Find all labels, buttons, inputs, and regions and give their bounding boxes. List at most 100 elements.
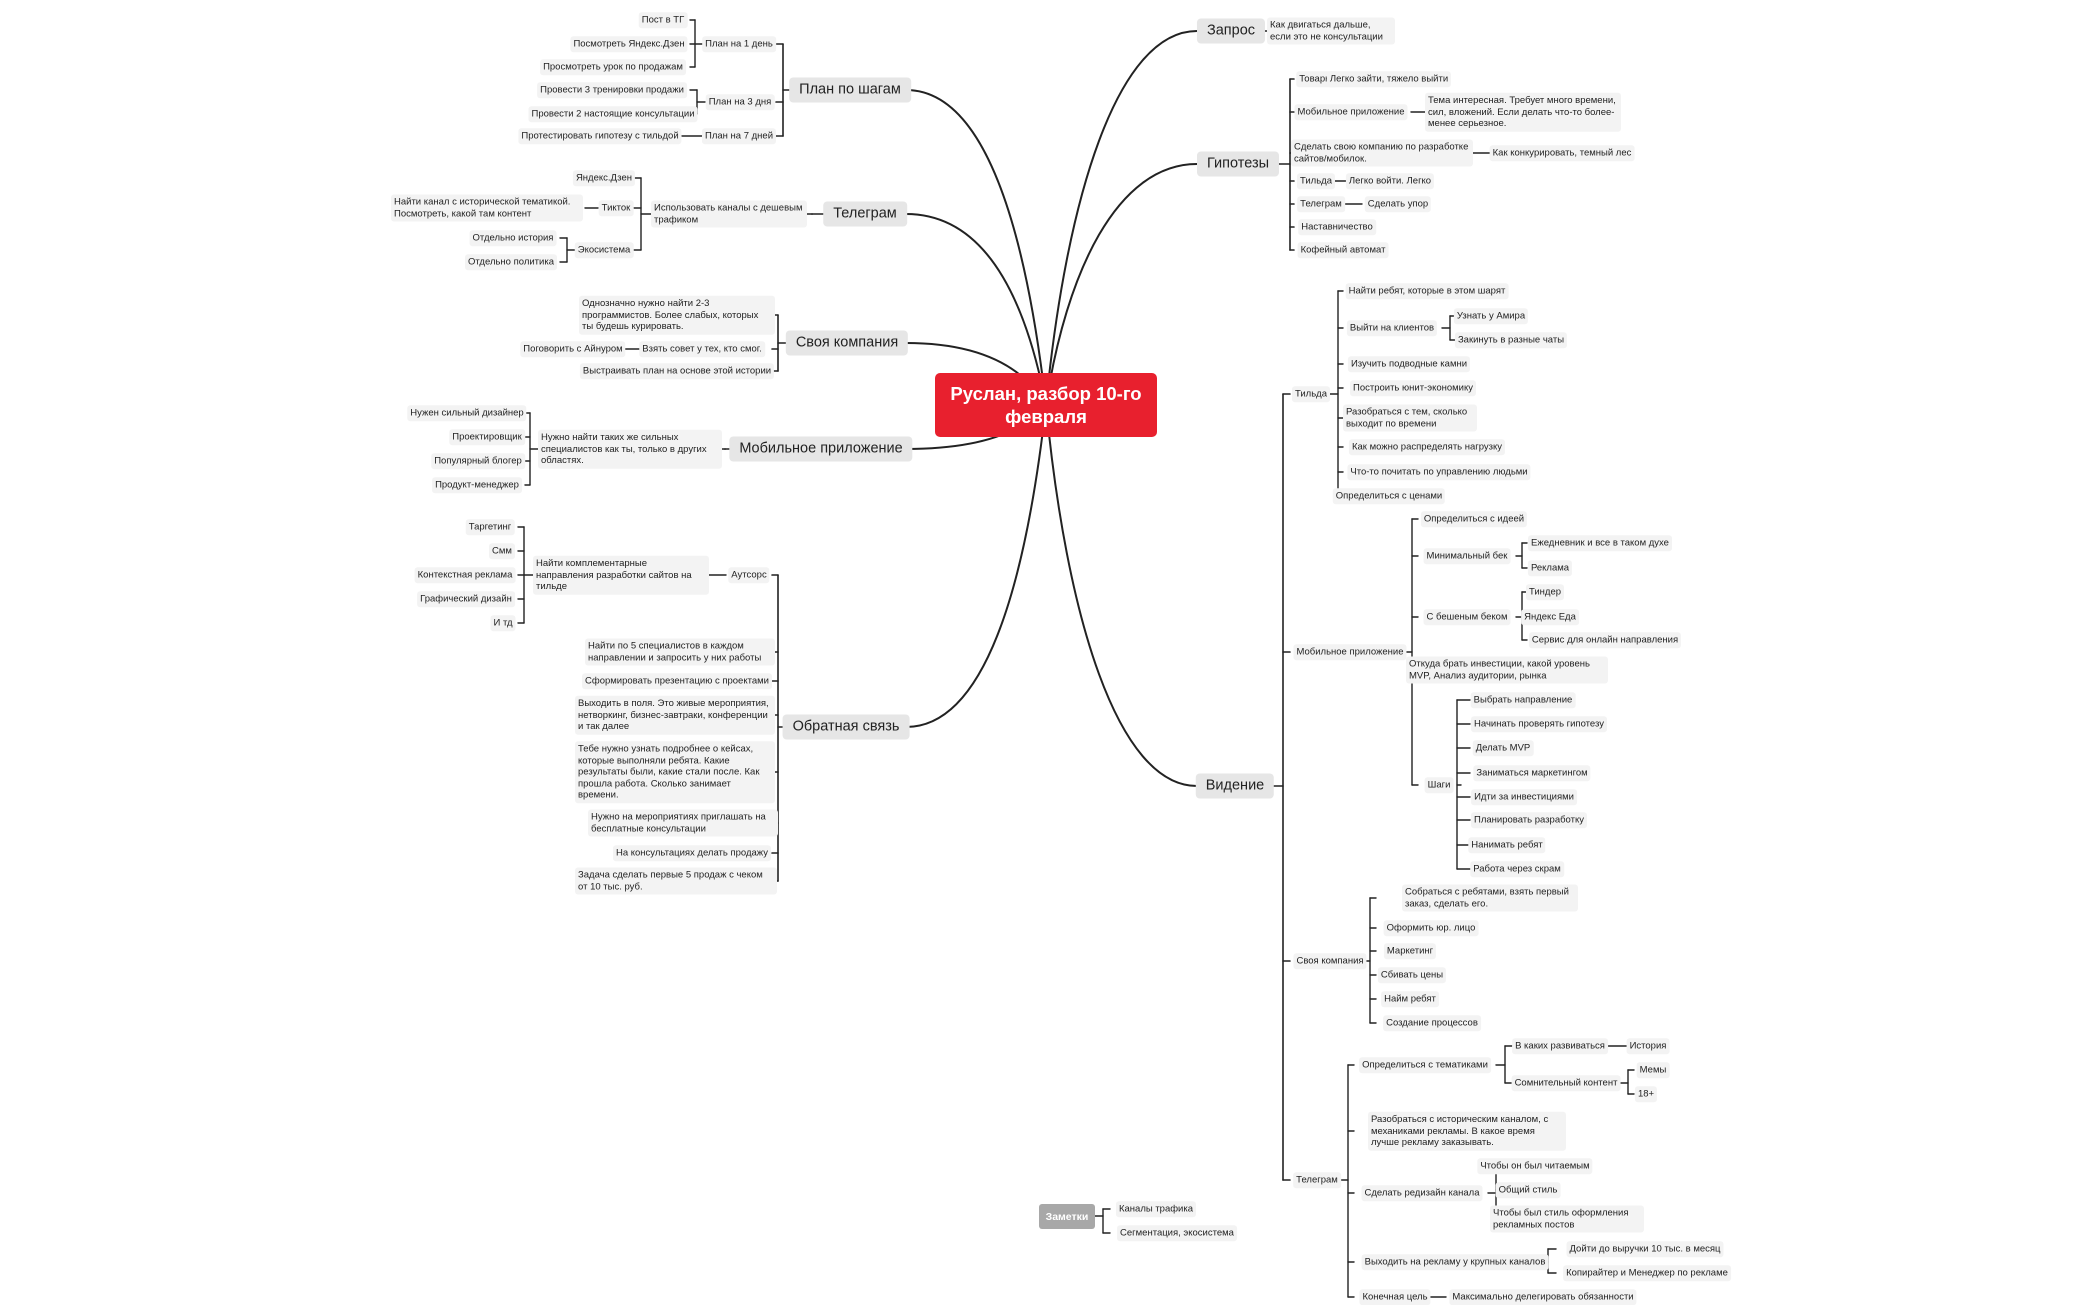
outsource-item[interactable]: Таргетинг (465, 519, 515, 535)
mobile-item[interactable]: Минимальный бек (1423, 548, 1511, 564)
mobile-item[interactable]: Нужен сильный дизайнер (407, 405, 527, 421)
tilda-item[interactable]: Построить юнит-экономику (1350, 380, 1476, 396)
outsource-item[interactable]: И тд (490, 615, 516, 631)
mobile-item[interactable]: Продукт-менеджер (432, 477, 522, 493)
telegram-subitem[interactable]: Чтобы он был читаемым (1477, 1158, 1593, 1174)
plan-subitem[interactable]: Просмотреть урок по продажам (540, 59, 686, 75)
telegram-source[interactable]: Яндекс.Дзен (572, 170, 636, 186)
plan-item[interactable]: План на 3 дня (705, 94, 775, 110)
gipotezy-subitem[interactable]: Как конкурировать, темный лес (1489, 145, 1635, 161)
telegram-subitem[interactable]: Сомнительный контент (1511, 1075, 1621, 1091)
telegram-item[interactable]: Сделать редизайн канала (1361, 1185, 1483, 1201)
branch-gipotezy[interactable]: Гипотезы (1196, 151, 1280, 177)
tilda-item[interactable]: Разобраться с тем, сколько выходит по вр… (1343, 404, 1477, 432)
note-item[interactable]: Каналы трафика (1115, 1201, 1197, 1217)
note-item[interactable]: Сегментация, экосистема (1117, 1225, 1237, 1241)
telegram-item[interactable]: Конечная цель (1359, 1289, 1431, 1305)
outsource-item[interactable]: Смм (489, 543, 515, 559)
mobile-item[interactable]: Откуда брать инвестиции, какой уровень M… (1406, 656, 1608, 684)
plan-subitem[interactable]: Пост в ТГ (638, 12, 688, 28)
company-item[interactable]: Найм ребят (1381, 991, 1439, 1007)
mobile-item[interactable]: Шаги (1424, 777, 1454, 793)
plan-item[interactable]: План на 1 день (702, 36, 776, 52)
mobile-hub[interactable]: Нужно найти таких же сильных специалисто… (538, 429, 722, 469)
company-item[interactable]: Создание процессов (1383, 1015, 1481, 1031)
plan-subitem[interactable]: Провести 3 тренировки продажи (537, 82, 687, 98)
mobile-item[interactable]: Популярный блогер (431, 453, 525, 469)
company-item[interactable]: Маркетинг (1383, 943, 1437, 959)
gipotezy-subitem[interactable]: Тема интересная. Требует много времени, … (1425, 92, 1621, 132)
feedback-item[interactable]: Сформировать презентацию с проектами (582, 673, 772, 689)
telegram-subsubitem[interactable]: История (1626, 1038, 1670, 1054)
telegram-subitem[interactable]: Максимально делегировать обязанности (1449, 1289, 1637, 1305)
telegram-subsubitem[interactable]: Мемы (1636, 1062, 1670, 1078)
videnie-mobile[interactable]: Мобильное приложение (1293, 644, 1407, 660)
videnie-tilda[interactable]: Тильда (1291, 386, 1331, 402)
eco-item[interactable]: Отдельно история (469, 230, 557, 246)
plan-subitem[interactable]: Протестировать гипотезу с тильдой (518, 128, 682, 144)
gipotezy-item[interactable]: Наставничество (1298, 219, 1376, 235)
gipotezy-item[interactable]: Мобильное приложение (1294, 104, 1408, 120)
tilda-subitem[interactable]: Закинуть в разные чаты (1454, 332, 1568, 348)
tilda-item[interactable]: Как можно распределять нагрузку (1348, 439, 1506, 455)
plan-item[interactable]: План на 7 дней (701, 128, 777, 144)
telegram-subitem[interactable]: Чтобы был стиль оформления рекламных пос… (1490, 1205, 1644, 1233)
telegram-subitem[interactable]: Дойти до выручки 10 тыс. в месяц (1566, 1241, 1724, 1257)
steps-item[interactable]: Нанимать ребят (1468, 837, 1546, 853)
steps-item[interactable]: Идти за инвестициями (1471, 789, 1577, 805)
branch-zapros[interactable]: Запрос (1196, 18, 1266, 44)
telegram-item[interactable]: Разобраться с историческим каналом, с ме… (1368, 1111, 1566, 1151)
company-item[interactable]: Однозначно нужно найти 2-3 программистов… (579, 295, 775, 335)
tilda-item[interactable]: Определиться с ценами (1332, 488, 1446, 504)
company-item[interactable]: Собраться с ребятами, взять первый заказ… (1402, 884, 1578, 912)
outsource-item[interactable]: Графический дизайн (417, 591, 515, 607)
gipotezy-item[interactable]: Тильда (1296, 173, 1336, 189)
steps-item[interactable]: Выбрать направление (1470, 692, 1576, 708)
branch-company[interactable]: Своя компания (785, 330, 909, 356)
zapros-item[interactable]: Как двигаться дальше, если это не консул… (1267, 17, 1395, 45)
steps-item[interactable]: Работа через скрам (1470, 861, 1564, 877)
telegram-subitem[interactable]: Копирайтер и Менеджер по рекламе (1563, 1265, 1731, 1281)
telegram-hub[interactable]: Использовать каналы с дешевым трафиком (651, 200, 807, 228)
company-item[interactable]: Выстраивать план на основе этой истории (579, 363, 775, 379)
telegram-item[interactable]: Выходить на рекламу у крупных каналов (1361, 1254, 1549, 1270)
outsource-item[interactable]: Контекстная реклама (414, 567, 516, 583)
tilda-item[interactable]: Выйти на клиентов (1346, 320, 1438, 336)
notes-label[interactable]: Заметки (1039, 1204, 1095, 1229)
feedback-item[interactable]: Найти по 5 специалистов в каждом направл… (585, 638, 775, 666)
gipotezy-item[interactable]: Сделать свою компанию по разработке сайт… (1291, 139, 1473, 167)
gipotezy-item[interactable]: Кофейный автомат (1297, 242, 1389, 258)
company-item[interactable]: Оформить юр. лицо (1383, 920, 1479, 936)
feedback-item[interactable]: Выходить в поля. Это живые мероприятия, … (575, 695, 775, 735)
telegram-subitem[interactable]: Общий стиль (1495, 1182, 1561, 1198)
steps-item[interactable]: Планировать разработку (1471, 812, 1587, 828)
mobile-item[interactable]: Проектировщик (449, 429, 525, 445)
branch-plan[interactable]: План по шагам (789, 77, 911, 103)
feedback-item[interactable]: На консультациях делать продажу (612, 845, 772, 861)
telegram-item[interactable]: Определиться с тематиками (1359, 1057, 1491, 1073)
mobile-item[interactable]: С бешеным беком (1423, 609, 1511, 625)
videnie-telegram[interactable]: Телеграм (1293, 1172, 1341, 1188)
feedback-item[interactable]: Нужно на мероприятиях приглашать на бесп… (588, 809, 778, 837)
telegram-subsubitem[interactable]: 18+ (1634, 1086, 1658, 1102)
company-subitem[interactable]: Поговорить с Айнуром (520, 341, 626, 357)
feedback-item[interactable]: Задача сделать первые 5 продаж с чеком о… (575, 867, 777, 895)
branch-telegram[interactable]: Телеграм (823, 201, 907, 227)
feedback-item[interactable]: Тебе нужно узнать подробнее о кейсах, ко… (575, 741, 775, 803)
telegram-subitem[interactable]: В каких развиваться (1512, 1038, 1608, 1054)
central-topic[interactable]: Руслан, разбор 10-го февраля (935, 373, 1157, 437)
eco-item[interactable]: Отдельно политика (465, 254, 557, 270)
steps-item[interactable]: Заниматься маркетингом (1473, 765, 1591, 781)
company-item[interactable]: Сбивать цены (1377, 967, 1447, 983)
gipotezy-subitem[interactable]: Легко зайти, тяжело выйти (1326, 71, 1452, 87)
tilda-subitem[interactable]: Узнать у Амира (1453, 308, 1529, 324)
tilda-item[interactable]: Что-то почитать по управлению людьми (1347, 464, 1531, 480)
mobile-subitem[interactable]: Тиндер (1525, 584, 1565, 600)
mobile-subitem[interactable]: Яндекс Еда (1521, 609, 1579, 625)
outsource-hub[interactable]: Найти комплементарные направления разраб… (533, 555, 709, 595)
company-item[interactable]: Взять совет у тех, кто смог. (639, 341, 765, 357)
mobile-subitem[interactable]: Реклама (1527, 560, 1573, 576)
tilda-item[interactable]: Найти ребят, которые в этом шарят (1345, 283, 1509, 299)
tiktok-note[interactable]: Найти канал с исторической тематикой. По… (391, 194, 583, 222)
plan-subitem[interactable]: Провести 2 настоящие консультации (528, 106, 698, 122)
